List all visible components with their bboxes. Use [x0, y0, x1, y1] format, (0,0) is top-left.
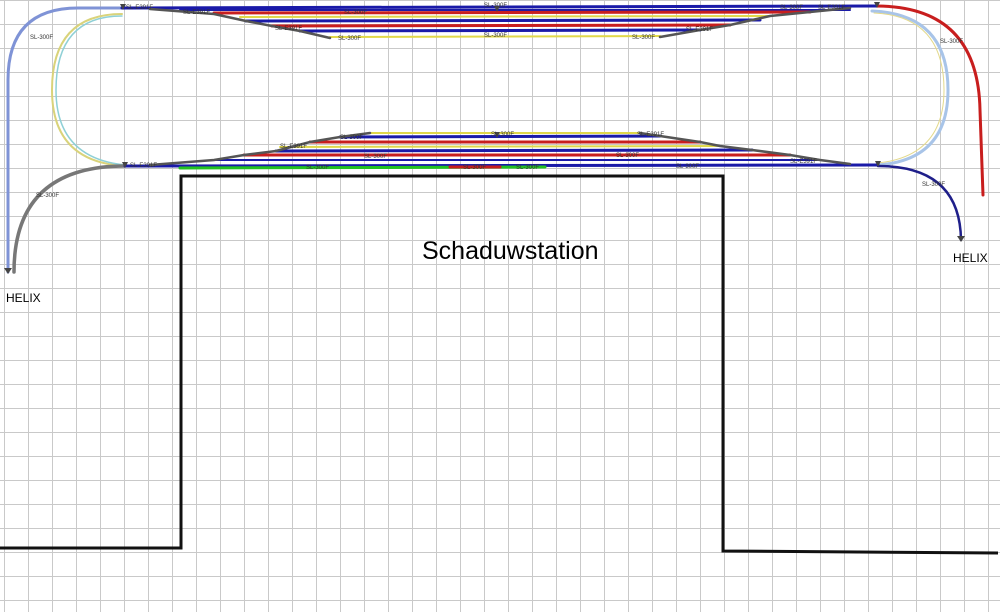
track-end-marker: [4, 268, 12, 274]
track-label: SL-300F: [338, 36, 361, 42]
part-labels: SL-E391F SL-E391F SL-E391F SL-300F SL-30…: [30, 3, 963, 199]
baseboard-edge: [0, 174, 999, 555]
turnout-label: SL-E391F: [790, 159, 817, 165]
track-label: SL-300F: [36, 193, 59, 199]
turnout-marker: [122, 162, 128, 168]
upper-right-ladder: [658, 6, 852, 39]
left-return-loop-inner: [55, 15, 126, 166]
track-label: SL-300F: [516, 165, 539, 171]
turnout-marker: [875, 161, 881, 167]
lower-left-ladder: [148, 131, 372, 167]
track-label: SL-300F: [616, 153, 639, 159]
right-return-loop-inner: [873, 12, 945, 164]
track-label: SL-300F: [484, 33, 507, 39]
track-label: SL-300F: [463, 165, 486, 171]
left-helix-track: [6, 6, 124, 274]
left-return-loop-outer: [50, 13, 126, 167]
lower-main-track: [123, 163, 880, 168]
track-label: SL-300F: [491, 132, 514, 138]
helix-right-label: HELIX: [953, 251, 988, 265]
track-label: SL-300F: [340, 135, 363, 141]
track-label: SL-300F: [632, 35, 655, 41]
helix-left-label: HELIX: [6, 291, 41, 305]
page-title: Schaduwstation: [422, 237, 599, 265]
track-label: SL-300F: [30, 35, 53, 41]
right-helix-track: [874, 4, 985, 197]
turnout-label: SL-E391F: [686, 27, 713, 33]
track-label: SL-300F: [364, 154, 387, 160]
baseboard-outline: [0, 174, 999, 555]
track-label: SL-300F: [676, 164, 699, 170]
turnout-label: SL-E391F: [183, 10, 210, 16]
turnout-label: SL-E391F: [818, 5, 845, 11]
lower-yard: [123, 131, 880, 170]
turnout-markers: [4, 2, 965, 274]
lower-right-ladder: [638, 131, 852, 166]
track-label: SL-300F: [306, 165, 329, 171]
left-grey-curve: [12, 164, 127, 274]
upper-left-ladder: [148, 7, 332, 40]
right-return-loop: [870, 9, 950, 167]
turnout-label: SL-E391F: [275, 26, 302, 32]
track-label: SL-300F: [344, 10, 367, 16]
lower-track-5: [279, 145, 721, 148]
track-label: SL-300F: [780, 5, 803, 11]
upper-track-4: [239, 15, 771, 18]
turnout-marker: [874, 2, 880, 8]
track-label: SL-300F: [940, 39, 963, 45]
upper-track-3: [212, 10, 812, 15]
right-blue-curve: [876, 164, 963, 242]
turnout-label: SL-E391F: [126, 5, 153, 11]
turnout-marker: [120, 4, 126, 10]
upper-track-7: [298, 28, 702, 33]
upper-track-8: [329, 35, 661, 38]
upper-track-6: [270, 23, 732, 28]
upper-track-5: [244, 18, 762, 23]
turnout-label: SL-E391F: [637, 132, 664, 138]
turnout-label: SL-E391F: [130, 163, 157, 169]
track-end-marker: [957, 236, 965, 242]
track-label: SL-300F: [922, 182, 945, 188]
turnout-marker: [494, 132, 500, 138]
lower-track-7: [338, 134, 662, 139]
outer-loops: [6, 4, 985, 274]
turnout-marker: [494, 6, 500, 12]
track-label: SL-300F: [484, 3, 507, 9]
lower-track-4: [274, 148, 754, 153]
turnout-label: SL-E391F: [280, 144, 307, 150]
